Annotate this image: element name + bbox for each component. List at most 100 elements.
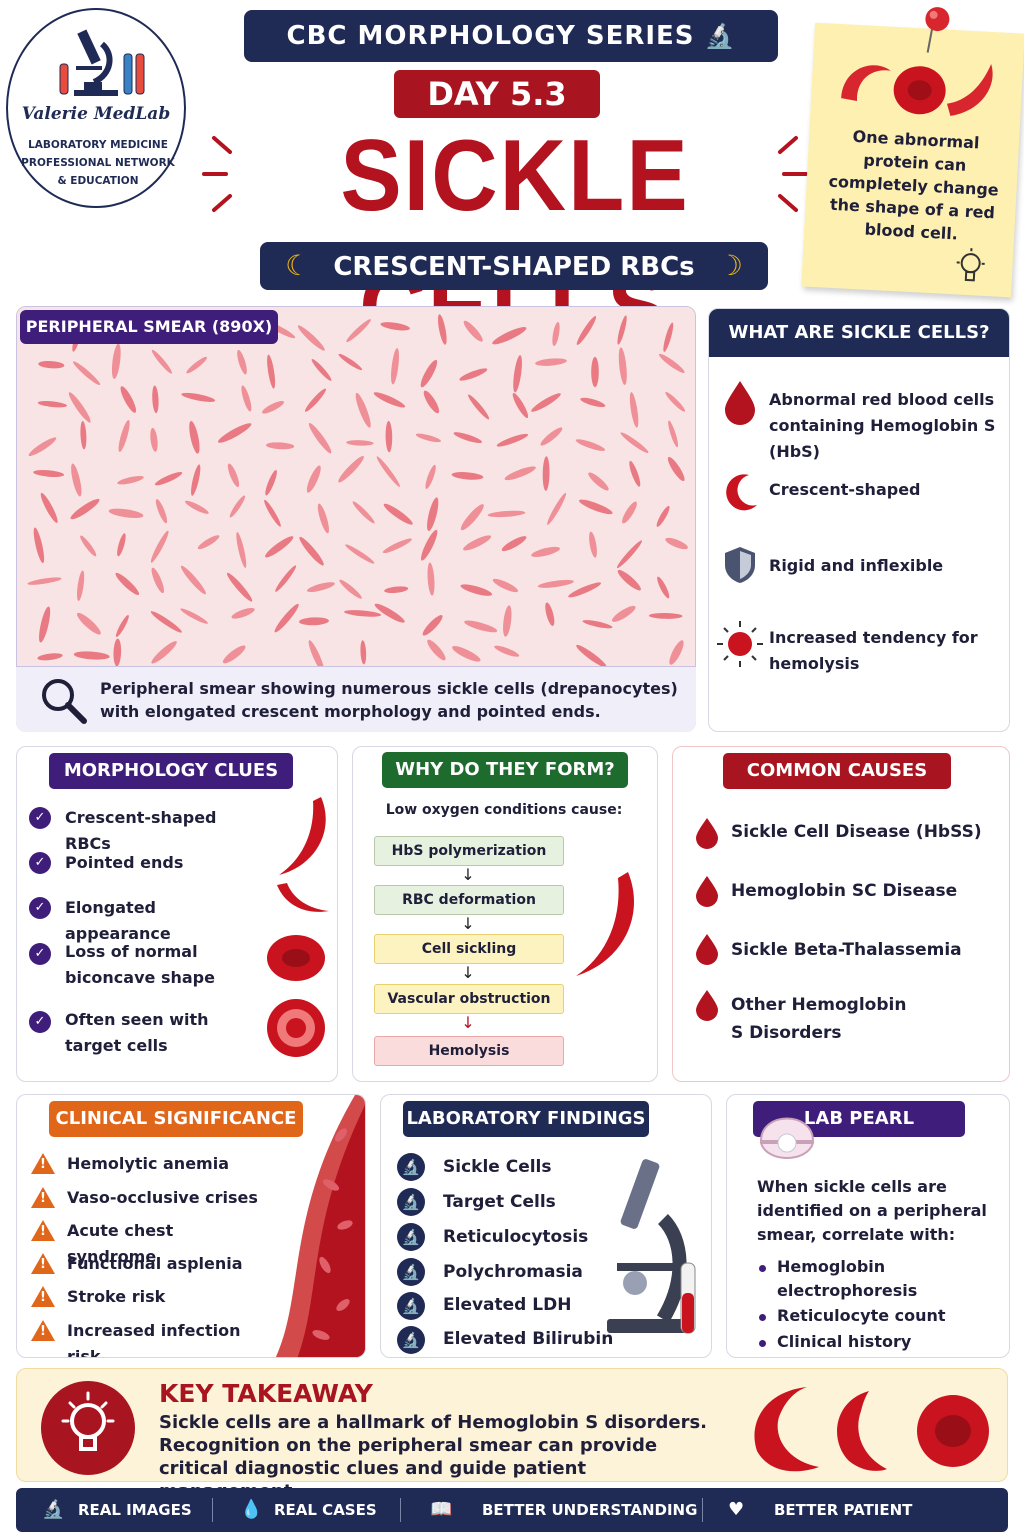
- flow-arrow-icon: ↓: [461, 914, 475, 933]
- clinical-item: Vaso-occlusive crises: [67, 1188, 258, 1207]
- smear-sickle-cell: [535, 358, 567, 366]
- warning-icon: !: [31, 1286, 55, 1307]
- smear-sickle-cell: [308, 640, 325, 669]
- clinical-item: Acute chest syndrome: [67, 1221, 174, 1266]
- smear-sickle-cell: [629, 392, 639, 428]
- sickle-cell-illustration: [576, 872, 634, 976]
- smear-sickle-cell: [531, 546, 560, 557]
- footer-item: BETTER PATIENT OUTCOMES: [774, 1501, 913, 1519]
- smear-sickle-cell: [427, 562, 435, 596]
- what-title: WHAT ARE SICKLE CELLS?: [709, 309, 1009, 357]
- flow-step: RBC deformation: [374, 885, 564, 915]
- smear-sickle-cell: [360, 640, 367, 665]
- small-sickle-cell-illustration: [277, 883, 329, 912]
- pearl-item: Clinical history: [777, 1332, 912, 1351]
- smear-sickle-cell: [582, 620, 613, 629]
- title-rays-right: [770, 130, 810, 224]
- check-icon: ✓: [29, 852, 51, 874]
- smear-sickle-cell: [265, 536, 294, 558]
- smear-sickle-cell: [181, 392, 216, 402]
- smear-sickle-cell: [151, 567, 165, 594]
- smear-sickle-cell: [669, 640, 684, 665]
- smear-sickle-cell: [460, 584, 493, 596]
- smear-sickle-cell: [71, 463, 82, 497]
- blood-drop-icon: [696, 818, 718, 849]
- warning-icon: !: [31, 1187, 55, 1208]
- pushpin-icon: [925, 7, 950, 53]
- smear-sickle-cell: [111, 343, 121, 379]
- clinical-item: Increased infection risk: [67, 1321, 241, 1358]
- smear-sickle-cell: [492, 327, 527, 345]
- smear-sickle-cell: [264, 499, 281, 527]
- smear-sickle-cell: [665, 391, 686, 412]
- smear-sickle-cell: [513, 355, 522, 393]
- key-title: KEY TAKEAWAY: [159, 1379, 373, 1408]
- smear-sickle-cell: [391, 348, 399, 385]
- smear-sickle-cell: [197, 535, 220, 550]
- smear-sickle-cell: [496, 433, 529, 447]
- smear-sickle-cell: [422, 615, 443, 636]
- main-title: SICKLE CELLS: [340, 119, 690, 364]
- logo: Valerie MedLab LABORATORY MEDICINE PROFE…: [6, 8, 186, 208]
- smear-sickle-cell: [265, 469, 277, 496]
- clinical-item: Functional asplenia: [67, 1254, 243, 1273]
- smear-sickle-cell: [237, 349, 247, 375]
- smear-sickle-cell: [384, 586, 409, 594]
- smear-sickle-cell: [115, 615, 129, 637]
- warning-icon: !: [31, 1220, 55, 1241]
- lab-pearl-card: LAB PEARL When sickle cells are identifi…: [726, 1094, 1010, 1358]
- smear-sickle-cell: [460, 504, 484, 531]
- smear-sickle-cell: [180, 608, 208, 624]
- smear-sickle-cell: [39, 606, 51, 643]
- smear-sickle-cell: [540, 427, 563, 446]
- target-cell-illustration: [267, 999, 325, 1057]
- smear-sickle-cell: [150, 611, 182, 633]
- day-badge: DAY 5.3: [394, 70, 600, 118]
- why-intro: Low oxygen conditions cause:: [385, 802, 623, 818]
- smear-sickle-cell: [236, 532, 247, 568]
- smear-sickle-cell: [38, 360, 65, 369]
- smear-sickle-cell: [40, 492, 58, 523]
- crescent-icon: [726, 474, 757, 511]
- microscope-icon: 🔬: [42, 1499, 65, 1520]
- smear-sickle-cell: [217, 423, 252, 443]
- smear-sickle-cell: [345, 544, 375, 564]
- smear-tag: PERIPHERAL SMEAR (890X): [20, 310, 278, 344]
- microscope-icon: 🔬: [397, 1188, 425, 1216]
- smear-sickle-cell: [73, 651, 110, 660]
- smear-sickle-cell: [617, 569, 641, 591]
- cause-item: Hemoglobin SC Disease: [731, 881, 958, 901]
- microscope-icon: 🔬: [397, 1258, 425, 1286]
- smear-sickle-cell: [437, 314, 447, 345]
- smear-sickle-cell: [504, 466, 536, 481]
- blood-drop-icon: [725, 381, 755, 425]
- smear-sickle-cell: [265, 442, 295, 450]
- smear-sickle-cell: [311, 358, 332, 381]
- microscope-illustration: [607, 1159, 696, 1334]
- smear-sickle-cell: [27, 577, 62, 585]
- series-banner: CBC MORPHOLOGY SERIES 🔬: [244, 10, 778, 62]
- smear-sickle-cell: [420, 359, 438, 388]
- morphology-clues-card: MORPHOLOGY CLUES ✓ Crescent-shaped RBCs …: [16, 746, 338, 1082]
- smear-sickle-cell: [611, 605, 636, 622]
- smear-sickle-cell: [80, 535, 97, 557]
- lab-item: Reticulocytosis: [443, 1227, 589, 1247]
- smear-sickle-cell: [494, 645, 520, 657]
- smear-sickle-cell: [151, 349, 172, 374]
- pearl-shell-icon: [759, 1117, 815, 1159]
- drop-icon: 💧: [240, 1499, 263, 1520]
- smear-sickle-cell: [308, 423, 332, 454]
- smear-sickle-cell: [579, 499, 613, 515]
- blood-vessel-illustration: [275, 1095, 365, 1357]
- microscope-icon: 🔬: [397, 1292, 425, 1320]
- flow-step: Hemolysis: [374, 1036, 564, 1066]
- smear-sickle-cell: [545, 602, 555, 626]
- smear-sickle-cell: [306, 465, 321, 493]
- smear-sickle-cell: [576, 315, 597, 346]
- smear-sickle-cell: [415, 433, 441, 443]
- smear-sickle-cell: [117, 475, 144, 485]
- smear-sickle-cell: [222, 645, 246, 664]
- smear-sickle-cell: [492, 578, 518, 593]
- warning-icon: !: [31, 1320, 55, 1341]
- smear-sickle-cell: [552, 321, 560, 347]
